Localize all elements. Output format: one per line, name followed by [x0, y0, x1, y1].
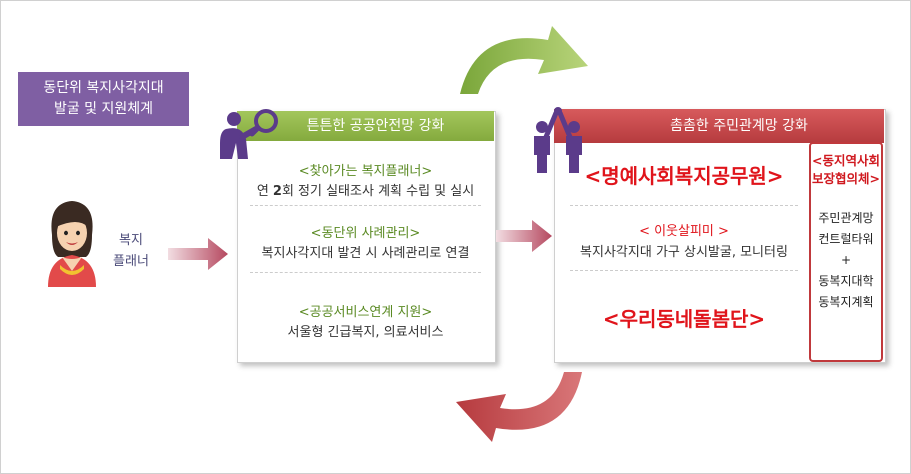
- person-with-magnifier-icon: [220, 109, 278, 159]
- divider: [250, 205, 481, 206]
- community-council-line: 동복지계획: [818, 295, 874, 309]
- community-council-title-1: <동지역사회: [812, 153, 880, 168]
- arrow-right-icon: [168, 238, 228, 270]
- community-council-line: 컨트럴타워: [818, 232, 874, 246]
- planner-line-1: 복지: [119, 233, 143, 248]
- title-line-2: 발굴 및 지원체계: [53, 101, 154, 117]
- community-council-title: <동지역사회 보장협의체>: [811, 152, 881, 188]
- public-service-desc: 서울형 긴급복지, 의료서비스: [287, 325, 444, 340]
- diagram-title: 동단위 복지사각지대 발굴 및 지원체계: [18, 72, 189, 126]
- planner-label: 복지 플래너: [106, 230, 156, 272]
- community-council-lines: 주민관계망 컨트럴타워 + 동복지대학 동복지계획: [811, 208, 881, 313]
- outreach-planner-title: <찾아가는 복지플래너>: [298, 164, 433, 179]
- resident-network-header: 촘촘한 주민관계망 강화: [554, 109, 884, 143]
- community-council-box: <동지역사회 보장협의체> 주민관계망 컨트럴타워 + 동복지대학 동복지계획: [809, 142, 883, 362]
- divider: [570, 205, 798, 206]
- public-safety-net-header-text: 튼튼한 공공안전망 강화: [306, 118, 445, 134]
- cycle-arrow-icon: [460, 26, 588, 94]
- neighbor-watcher-desc: 복지사각지대 가구 상시발굴, 모니터링: [580, 245, 788, 260]
- title-line-1: 동단위 복지사각지대: [43, 80, 164, 96]
- community-council-line: 동복지대학: [818, 274, 874, 288]
- arrow-right-icon: [496, 220, 552, 252]
- outreach-planner-desc: 연 2회 정기 실태조사 계획 수립 및 실시: [237, 180, 494, 199]
- honorary-welfare-officer: <명예사회복지공무원>: [584, 164, 784, 188]
- outreach-planner-desc-pre: 연: [256, 184, 273, 199]
- divider: [250, 272, 481, 273]
- outreach-planner-desc-post: 회 정기 실태조사 계획 수립 및 실시: [281, 184, 475, 199]
- case-management-title: <동단위 사례관리>: [310, 226, 421, 241]
- divider: [570, 270, 798, 271]
- community-council-title-2: 보장협의체>: [812, 171, 880, 186]
- high-five-people-icon: [534, 107, 582, 173]
- woman-avatar-icon: [48, 201, 96, 287]
- outreach-planner-desc-bold: 2: [272, 184, 282, 199]
- resident-network-header-text: 촘촘한 주민관계망 강화: [670, 118, 808, 134]
- public-safety-net-panel: [237, 111, 496, 363]
- public-safety-net-header: 튼튼한 공공안전망 강화: [237, 111, 494, 141]
- cycle-arrow-icon: [456, 372, 582, 442]
- case-management-desc: 복지사각지대 발견 시 사례관리로 연결: [261, 246, 470, 261]
- neighborhood-care-team: <우리동네돌봄단>: [602, 307, 766, 331]
- public-service-title: <공공서비스연계 지원>: [298, 305, 433, 320]
- planner-line-2: 플래너: [113, 254, 149, 269]
- community-council-line: +: [840, 253, 852, 267]
- neighbor-watcher-title: < 이웃살피미 >: [639, 224, 729, 239]
- community-council-line: 주민관계망: [818, 211, 874, 225]
